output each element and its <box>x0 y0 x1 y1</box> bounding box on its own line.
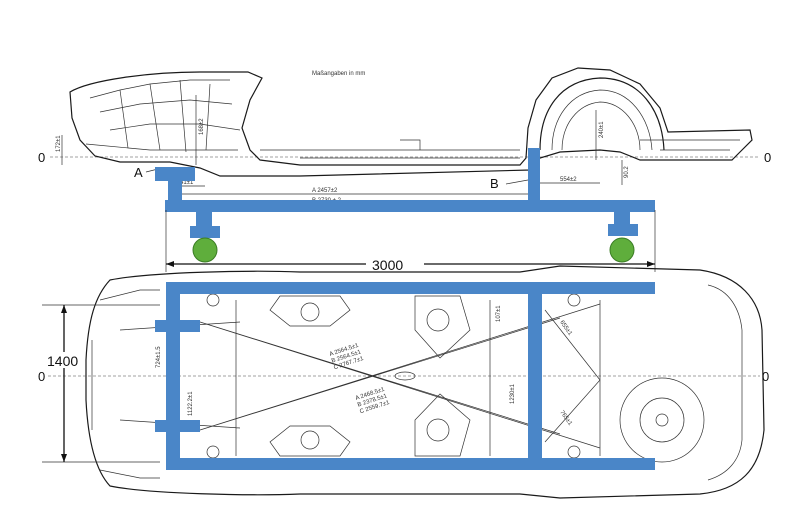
dim-height-left: 172±1 <box>56 135 62 152</box>
plan-datum-left: 0 <box>38 369 45 384</box>
track-label-bg <box>46 352 82 368</box>
plan-floor-pans <box>269 295 471 457</box>
front-wheel-hub <box>190 226 220 238</box>
dim-offset-rear: 554±2 <box>560 177 577 183</box>
frame-rail-lower <box>166 458 655 470</box>
rear-wheel-hub <box>608 224 638 236</box>
frame-crossmember-rear <box>528 282 542 470</box>
plan-frame-overlay <box>155 282 655 470</box>
plan-mount-circle-2 <box>300 430 320 450</box>
plan-body-outline <box>85 265 765 499</box>
point-b-leader <box>505 179 529 185</box>
rear-arch-outer <box>539 77 665 151</box>
dim-rear-upper: 107±1 <box>496 305 502 322</box>
wheelbase-label-bg <box>366 256 424 272</box>
side-frame-overlay <box>155 148 655 263</box>
plan-diagonals <box>199 303 601 449</box>
plan-hole-4 <box>567 445 581 459</box>
wheelbase-value: 3000 <box>372 257 403 273</box>
dim-height-rear-small: 90.2 <box>624 166 630 178</box>
plan-mount-circle-4 <box>426 418 450 442</box>
front-mount-post <box>168 181 182 201</box>
side-datum-right: 0 <box>764 150 771 165</box>
rear-wheel <box>609 237 635 263</box>
front-mount-pad <box>155 167 195 181</box>
track-value: 1400 <box>47 353 78 369</box>
dim-width-front: 724±1.5 <box>156 346 162 368</box>
plan-datum-right: 0 <box>762 369 769 384</box>
rear-mount-post <box>528 148 540 200</box>
dim-height-rear-tall: 240±1 <box>599 121 605 138</box>
dim-width-inner: 1122.2±1 <box>188 391 194 416</box>
plan-hole-3 <box>567 293 581 307</box>
diag-upper-group: A 2564.5±1 B 2564.5±1 C 2767.7±1 <box>329 343 365 372</box>
front-wheel-hub-top <box>196 212 212 226</box>
frame-crossmember-front <box>166 282 180 470</box>
wheelbase-dimension: 3000 <box>165 210 656 273</box>
plan-centre-ellipse <box>394 371 416 381</box>
diag-lower-group: A 2468.5±1 B 2378.5±1 C 2559.7±1 <box>355 387 391 416</box>
point-label-a: A <box>134 165 143 180</box>
side-rail <box>165 200 655 212</box>
side-sill-detail <box>260 139 740 159</box>
side-datum-left: 0 <box>38 150 45 165</box>
rear-arch-inner <box>551 89 653 151</box>
front-bracket-upper <box>155 320 200 332</box>
side-elevation: Maßangaben in mm 0 0 172±1 168±2 41±1 A … <box>38 67 771 204</box>
dim-width-mid: 1230±1 <box>510 383 516 404</box>
spare-wheel-hub <box>655 413 669 427</box>
dim-offset-a: 41±1 <box>180 180 194 186</box>
track-dimension: 1400 <box>42 304 160 463</box>
front-wheel <box>192 237 218 263</box>
side-front-structure <box>85 79 241 153</box>
plan-hole-1 <box>206 293 220 307</box>
frame-rail-upper <box>166 282 655 294</box>
side-body-outline <box>69 67 753 177</box>
dim-rear-diag-upper: 655±1 <box>558 320 573 338</box>
header-text: Maßangaben in mm <box>312 71 365 77</box>
plan-mount-circle-1 <box>300 302 320 322</box>
rear-wheel-hub-top <box>614 200 630 226</box>
spare-wheel-outer <box>619 377 705 463</box>
plan-mount-circle-3 <box>426 308 450 332</box>
spare-wheel-inner <box>639 397 685 443</box>
dim-height-mid: 168±2 <box>199 118 205 135</box>
plan-outline-detail <box>91 284 743 481</box>
point-label-b: B <box>490 176 499 191</box>
front-bracket-lower <box>155 420 200 432</box>
plan-hole-2 <box>206 445 220 459</box>
dim-length-a: A 2457±2 <box>312 188 338 194</box>
